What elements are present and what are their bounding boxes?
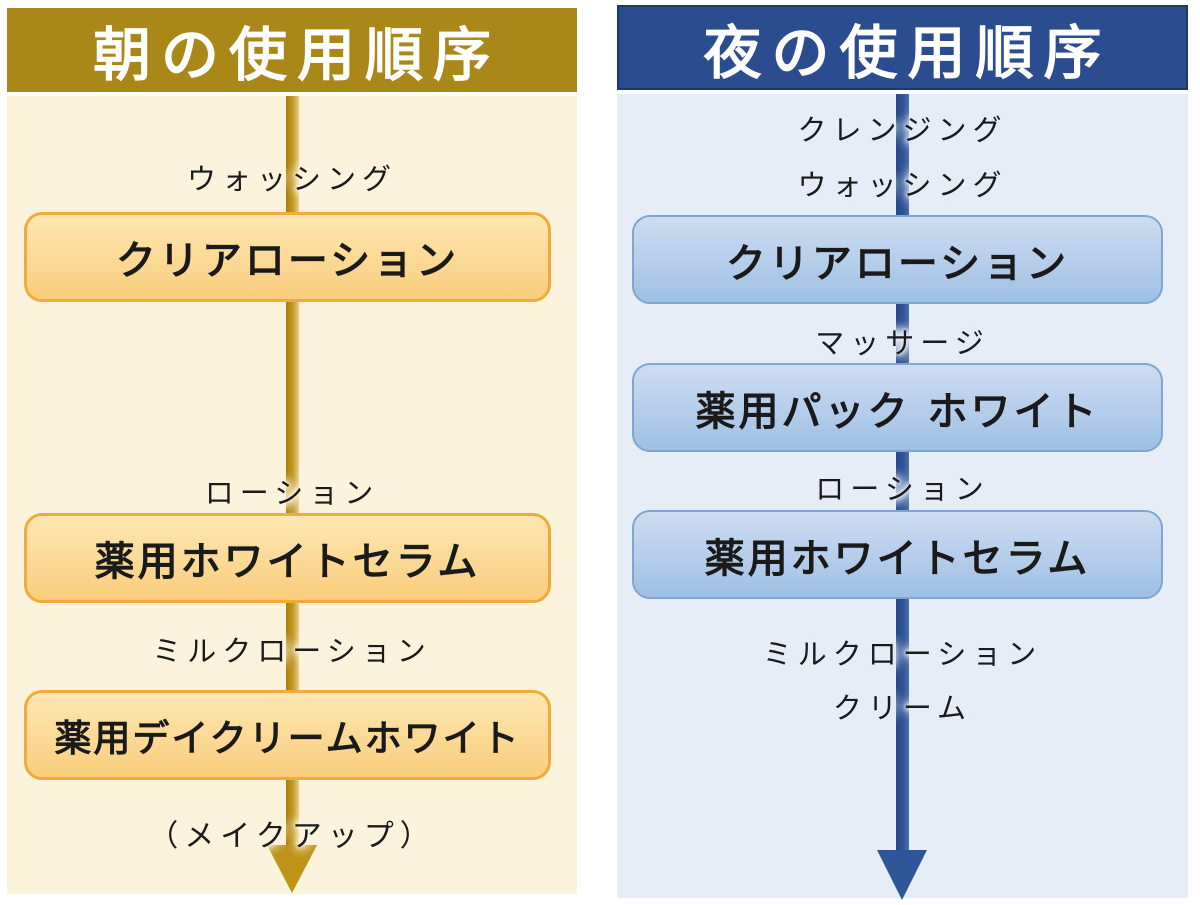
- morning-panel-title: 朝の使用順序: [7, 8, 577, 92]
- night-panel: 夜の使用順序 クレンジング ウォッシング クリアローション マッサージ 薬用パッ…: [617, 5, 1188, 900]
- night-step-label-massage: マッサージ: [815, 326, 990, 360]
- morning-step-label-washing: ウォッシング: [186, 162, 397, 196]
- morning-product-box-white-serum: 薬用ホワイトセラム: [24, 513, 551, 603]
- morning-panel: 朝の使用順序 ウォッシング クリアローション ローション 薬用ホワイトセラム ミ…: [7, 8, 577, 894]
- night-product-box-pack-white: 薬用パック ホワイト: [632, 363, 1163, 452]
- night-panel-title: 夜の使用順序: [617, 5, 1188, 90]
- morning-product-box-clear-lotion: クリアローション: [24, 212, 551, 302]
- morning-product-box-day-cream-white: 薬用デイクリームホワイト: [24, 690, 551, 780]
- night-product-box-clear-lotion: クリアローション: [632, 215, 1163, 304]
- night-product-box-white-serum: 薬用ホワイトセラム: [632, 510, 1163, 599]
- night-step-label-milk-lotion: ミルクローション: [762, 637, 1043, 671]
- night-step-label-washing: ウォッシング: [797, 168, 1008, 202]
- morning-step-label-lotion: ローション: [204, 476, 380, 510]
- night-down-arrow-head-icon: [877, 850, 927, 900]
- morning-step-label-makeup: （メイクアップ）: [148, 819, 436, 854]
- night-step-label-lotion: ローション: [815, 472, 990, 506]
- night-step-label-cream: クリーム: [832, 691, 973, 725]
- morning-step-label-milk-lotion: ミルクローション: [152, 634, 432, 668]
- morning-down-arrow-head-icon: [267, 845, 317, 893]
- night-step-label-cleansing: クレンジング: [797, 113, 1008, 147]
